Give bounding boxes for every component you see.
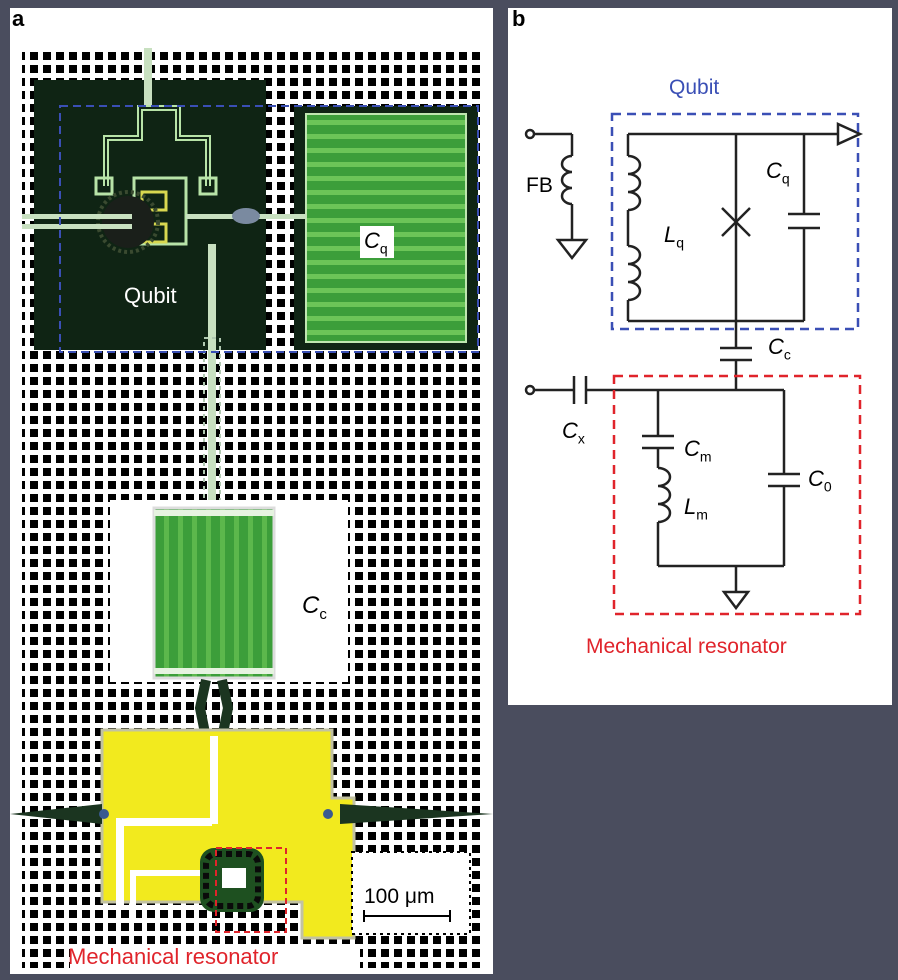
circuit-schematic — [524, 112, 864, 616]
cx-terminal-icon — [524, 384, 536, 396]
mech-ground-icon — [721, 590, 751, 611]
qubit-label-b: Qubit — [669, 76, 720, 99]
cc-label-a-main: C — [302, 592, 320, 619]
mech-dashed-box — [215, 847, 287, 933]
panel-a-letter: a — [12, 6, 25, 31]
cq-label-b-main: C — [766, 158, 782, 183]
cq-label-a-sub: q — [379, 240, 388, 257]
lq-inductor-lower-icon — [627, 244, 642, 302]
mech-label-b: Mechanical resonator — [586, 635, 787, 658]
mech-label-a: Mechanical resonator — [68, 944, 279, 969]
lm-inductor-icon — [657, 466, 672, 524]
c0-label-main: C — [808, 466, 824, 491]
qubit-dashed-box-b — [610, 112, 860, 331]
cc-label-a: Cc — [302, 592, 327, 623]
cm-label-main: C — [684, 436, 700, 461]
cq-label-a-main: C — [364, 228, 380, 253]
lq-inductor-icon — [627, 154, 642, 212]
resonator-electrode — [100, 728, 356, 940]
c0-label: C0 — [808, 466, 832, 494]
cx-label: Cx — [562, 418, 585, 446]
mech-dashed-box-b — [612, 374, 862, 616]
terminal-icon — [836, 122, 864, 146]
panel-b-letter: b — [512, 6, 526, 31]
cc-label-b: Cc — [768, 334, 791, 362]
scale-bar-label: 100 μm — [364, 885, 435, 908]
cc-capacitor — [152, 506, 276, 680]
qubit-label-a: Qubit — [124, 283, 177, 308]
cc-label-b-sub: c — [783, 346, 791, 363]
lq-label-sub: q — [676, 234, 685, 251]
cq-label-b: Cq — [766, 158, 790, 186]
cx-label-main: C — [562, 418, 578, 443]
lq-label-main: L — [664, 222, 677, 247]
fb-label: FB — [526, 174, 553, 197]
qubit-dashed-box — [59, 105, 479, 353]
panel-b — [508, 8, 892, 705]
cm-label-sub: m — [699, 448, 712, 465]
lm-label-sub: m — [696, 506, 708, 523]
cc-label-a-sub: c — [319, 605, 327, 623]
fb-ground-icon — [555, 238, 589, 261]
cq-label-b-sub: q — [781, 170, 790, 187]
fb-inductor-icon — [560, 154, 573, 206]
fb-terminal-icon — [524, 128, 536, 140]
c0-label-sub: 0 — [823, 478, 832, 495]
cq-label-a: Cq — [360, 226, 394, 259]
lm-label: Lm — [684, 494, 708, 522]
lm-label-main: L — [684, 494, 697, 519]
cx-label-sub: x — [577, 430, 585, 447]
lq-label: Lq — [664, 222, 684, 250]
cm-label: Cm — [684, 436, 712, 464]
chip-micrograph — [10, 48, 493, 974]
cc-label-b-main: C — [768, 334, 784, 359]
